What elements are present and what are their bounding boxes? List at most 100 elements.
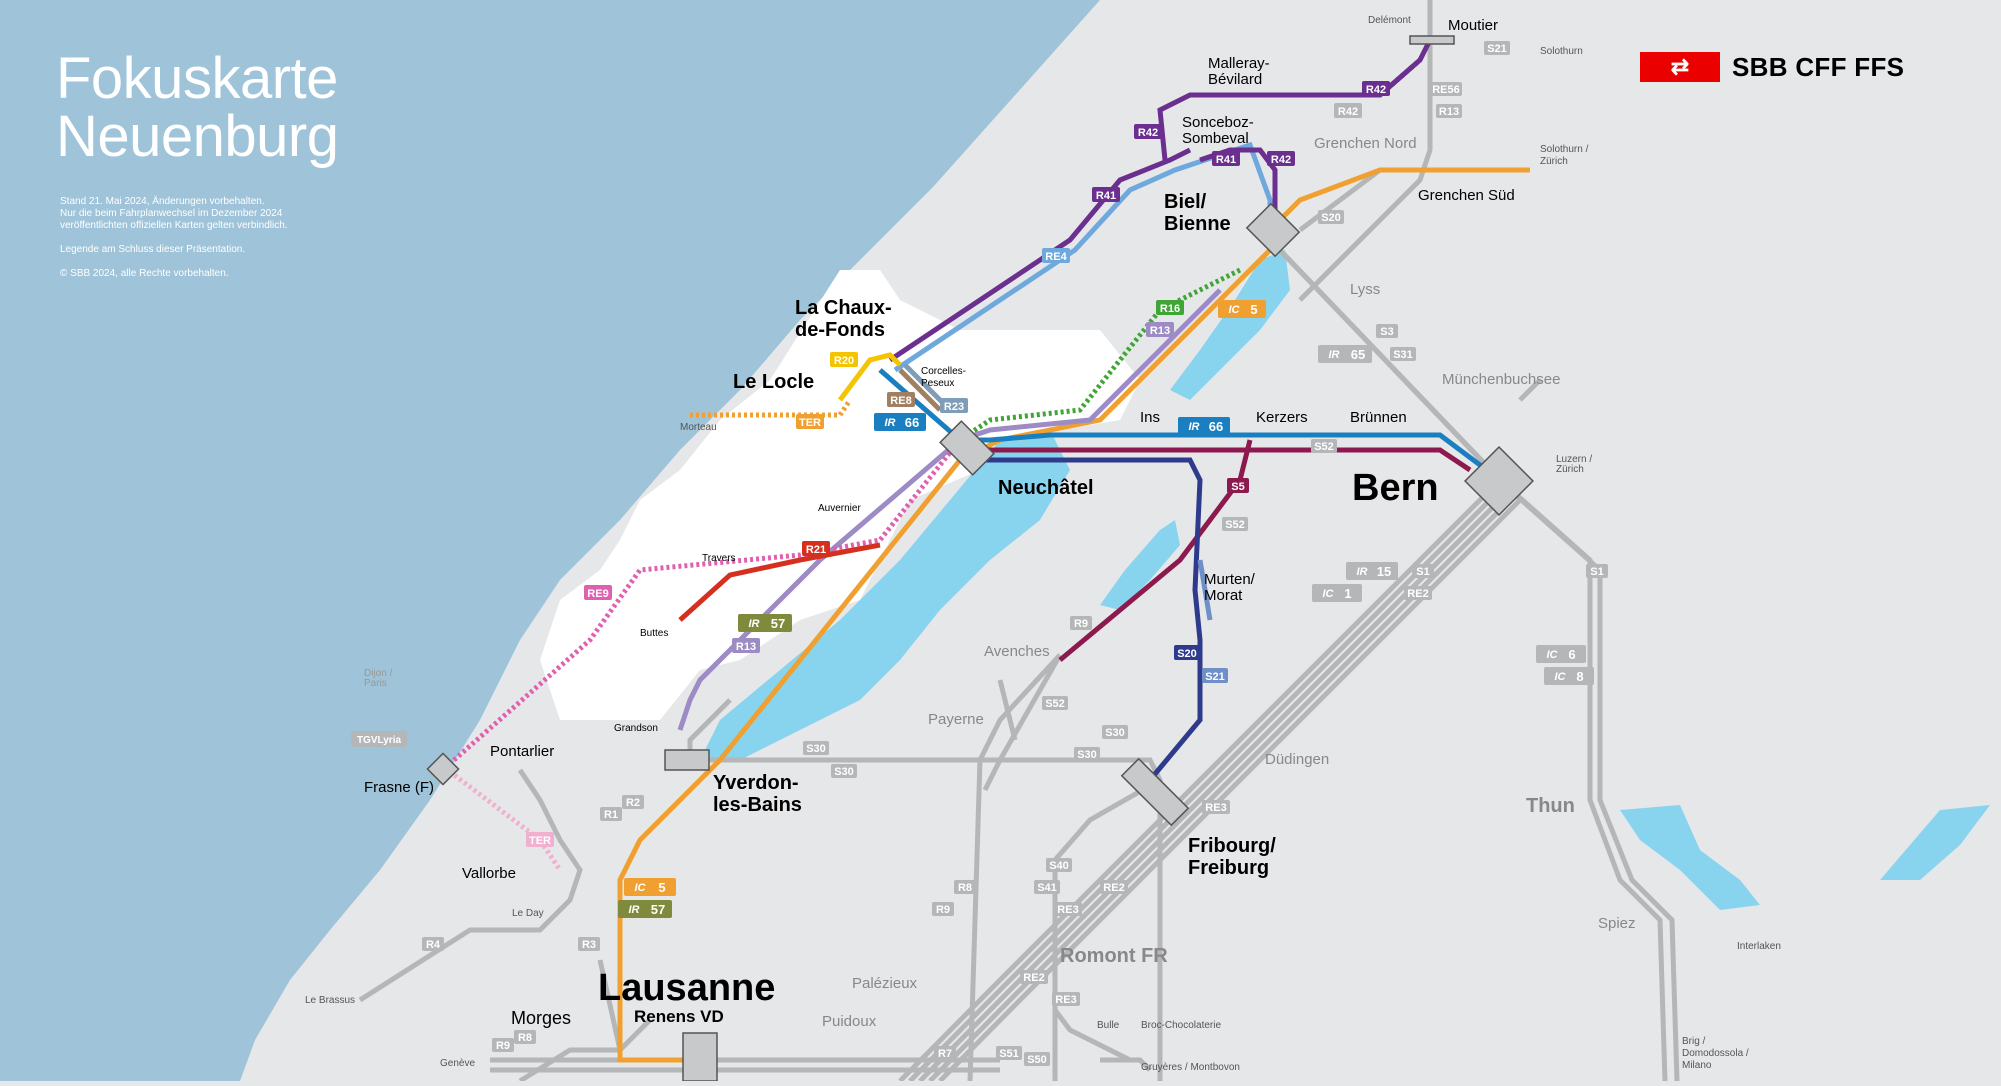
svg-text:S30: S30	[806, 743, 826, 755]
svg-text:S21: S21	[1205, 671, 1225, 683]
svg-text:IR: IR	[1357, 566, 1368, 578]
svg-text:IR: IR	[1329, 349, 1340, 361]
svg-text:S52: S52	[1045, 698, 1065, 710]
badge-re3-a: RE3	[1202, 800, 1230, 814]
label-lyss: Lyss	[1350, 281, 1380, 298]
badge-s20-b: S20	[1174, 645, 1200, 660]
svg-text:S30: S30	[1105, 727, 1125, 739]
svg-text:R2: R2	[626, 797, 640, 809]
badge-r20: R20	[830, 352, 858, 367]
label-biel-2: Bienne	[1164, 213, 1231, 235]
svg-text:S40: S40	[1049, 860, 1069, 872]
svg-text:R20: R20	[834, 355, 854, 367]
svg-text:66: 66	[1209, 419, 1223, 434]
badge-r21: R21	[802, 541, 830, 556]
svg-text:R1: R1	[604, 809, 618, 821]
label-solothurn-zurich-1: Solothurn /	[1540, 144, 1589, 155]
svg-text:S30: S30	[1077, 749, 1097, 761]
svg-text:IR: IR	[749, 618, 760, 630]
label-kerzers: Kerzers	[1256, 409, 1308, 426]
badge-re2-a: RE2	[1404, 586, 1432, 600]
label-dijon-1: Dijon /	[364, 668, 393, 679]
svg-text:R3: R3	[582, 939, 596, 951]
label-gruyeres: Gruyères / Montbovon	[1141, 1062, 1240, 1073]
badge-re9: RE9	[584, 585, 612, 600]
badge-r16: R16	[1156, 300, 1184, 315]
label-le-brassus: Le Brassus	[305, 995, 355, 1006]
label-la-chaux-1: La Chaux-	[795, 297, 892, 319]
svg-text:IC: IC	[635, 882, 647, 894]
label-buttes: Buttes	[640, 628, 668, 639]
badge-r9-a: R9	[1070, 616, 1092, 630]
label-yverdon-2: les-Bains	[713, 794, 802, 816]
badge-s31: S31	[1390, 347, 1416, 361]
svg-text:S3: S3	[1380, 326, 1393, 338]
svg-text:66: 66	[905, 415, 919, 430]
svg-text:8: 8	[1576, 669, 1583, 684]
svg-text:R42: R42	[1138, 127, 1158, 139]
svg-text:RE3: RE3	[1057, 904, 1078, 916]
badge-s30-a: S30	[803, 741, 829, 755]
svg-text:S5: S5	[1231, 481, 1244, 493]
label-avenches: Avenches	[984, 643, 1050, 660]
svg-text:R8: R8	[518, 1032, 532, 1044]
label-interlaken: Interlaken	[1737, 941, 1781, 952]
label-moutier: Moutier	[1448, 17, 1498, 34]
label-sonceboz-1: Sonceboz-	[1182, 114, 1254, 131]
svg-text:RE2: RE2	[1407, 588, 1428, 600]
badge-s52-c: S52	[1042, 696, 1068, 710]
lake-murten	[1100, 520, 1180, 610]
svg-text:S21: S21	[1487, 43, 1507, 55]
svg-text:5: 5	[658, 880, 665, 895]
svg-text:S52: S52	[1314, 441, 1334, 453]
badge-s40: S40	[1046, 858, 1072, 872]
label-geneve: Genève	[440, 1058, 475, 1069]
label-pontarlier: Pontarlier	[490, 743, 554, 760]
label-morteau: Morteau	[680, 422, 717, 433]
svg-text:57: 57	[771, 616, 785, 631]
sbb-arrows-icon: ⇄	[1640, 52, 1720, 82]
label-brig-1: Brig /	[1682, 1036, 1706, 1047]
svg-text:S31: S31	[1393, 349, 1413, 361]
lake-brienz	[1880, 805, 1990, 880]
svg-text:IR: IR	[629, 904, 640, 916]
outside-region	[0, 0, 1100, 1081]
label-luzern-zurich-1: Luzern /	[1556, 454, 1592, 465]
label-biel-1: Biel/	[1164, 191, 1207, 213]
label-dijon-2: Paris	[364, 678, 387, 689]
badge-r13-moutier: R13	[1436, 104, 1462, 118]
label-thun: Thun	[1526, 795, 1575, 817]
svg-text:S41: S41	[1037, 882, 1057, 894]
label-frasne: Frasne (F)	[364, 779, 434, 796]
label-grandson: Grandson	[614, 723, 658, 734]
label-fribourg-1: Fribourg/	[1188, 835, 1276, 857]
svg-text:RE9: RE9	[587, 588, 608, 600]
note-copyright: © SBB 2024, alle Rechte vorbehalten.	[60, 268, 229, 279]
svg-text:R8: R8	[958, 882, 972, 894]
badge-r41-a: R41	[1212, 151, 1240, 166]
label-lausanne: Lausanne	[598, 967, 775, 1009]
badge-s21-b: S21	[1202, 668, 1228, 683]
svg-text:RE4: RE4	[1045, 251, 1067, 263]
badge-re2-c: RE2	[1020, 970, 1048, 984]
svg-text:IC: IC	[1547, 649, 1559, 661]
svg-text:R9: R9	[1074, 618, 1088, 630]
note-official-2: veröffentlichten offiziellen Karten gelt…	[60, 220, 288, 231]
svg-text:R41: R41	[1096, 190, 1116, 202]
label-muenchenbuchsee: Münchenbuchsee	[1442, 371, 1560, 388]
label-la-chaux-2: de-Fonds	[795, 319, 885, 341]
svg-text:R7: R7	[938, 1048, 952, 1060]
label-murten-1: Murten/	[1204, 571, 1256, 588]
badge-re56: RE56	[1430, 82, 1462, 96]
badge-s50: S50	[1024, 1052, 1050, 1066]
svg-text:S20: S20	[1321, 212, 1341, 224]
badge-r42-a: R42	[1362, 81, 1390, 96]
svg-text:S52: S52	[1225, 519, 1245, 531]
badge-s52-b: S52	[1222, 517, 1248, 531]
svg-text:IC: IC	[1323, 588, 1335, 600]
